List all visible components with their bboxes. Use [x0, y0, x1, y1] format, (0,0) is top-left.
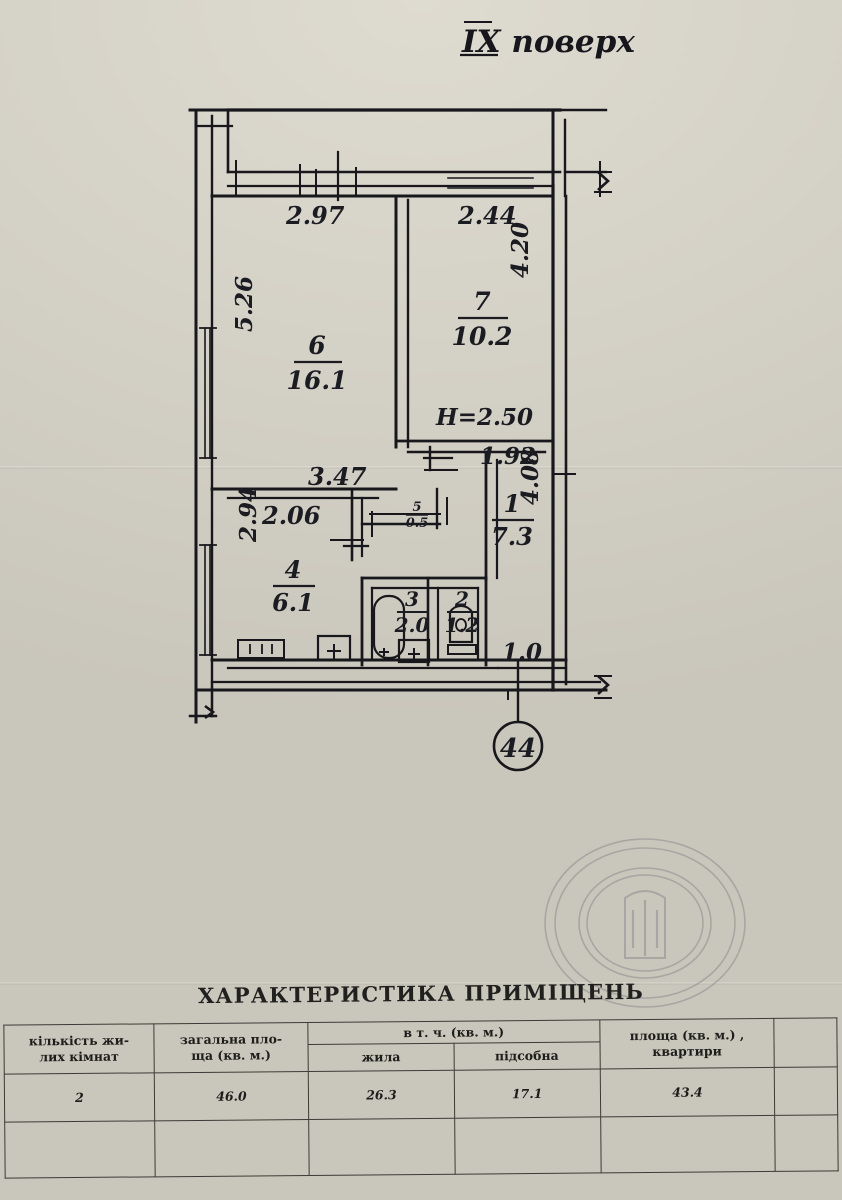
- empty-cell-3: [308, 1118, 455, 1176]
- dimension-left-lower: 2.94: [235, 486, 262, 543]
- dimension-top-right: 2.44: [457, 201, 516, 230]
- empty-cell-5: [600, 1115, 776, 1173]
- room-2-number: 2: [454, 587, 469, 611]
- dimension-arrow-marks: [204, 171, 610, 720]
- apartment-number-callout: 44: [492, 660, 544, 772]
- room-label-4: 4 6.1: [272, 555, 315, 617]
- table-col-total-area-line1: загальна пло-: [179, 1031, 283, 1048]
- room-label-3: 3 2.0: [394, 587, 430, 637]
- room-6-area: 16.1: [287, 366, 348, 395]
- room-3-area: 2.0: [394, 613, 430, 637]
- characteristics-table-zone: ХАРАКТЕРИСТИКА ПРИМІЩЕНЬ кількість жи- л…: [0, 979, 842, 1200]
- value-living-area: 26.3: [308, 1070, 455, 1120]
- wall-outline: [188, 108, 608, 724]
- room-label-6: 6 16.1: [287, 331, 348, 395]
- dimension-right-lower: 4.08: [517, 449, 544, 505]
- paper-fold-line-lower: [0, 982, 842, 985]
- table-col-apartment-area-line2: квартири: [652, 1043, 722, 1059]
- table-col-rooms-count: кількість жи- лих кімнат: [3, 1023, 155, 1075]
- room-labels: 6 16.1 7 10.2 1 7.3 4 6.1 5 0.5: [272, 287, 534, 637]
- dimension-top-left: 2.97: [285, 201, 345, 230]
- table-col-total-area: загальна пло- ща (кв. м.): [153, 1022, 309, 1073]
- room-3-number: 3: [405, 587, 419, 611]
- dimension-left-upper: 5.26: [231, 276, 258, 332]
- empty-cell-4: [454, 1116, 601, 1175]
- ceiling-height-label: H=2.50: [435, 404, 533, 431]
- dimension-ticks: [235, 160, 612, 700]
- table-col-apartment-area: площа (кв. м.) , квартири: [599, 1018, 775, 1069]
- dimension-bottom-right: 1.0: [502, 639, 542, 666]
- dimension-mid-horizontal: 3.47: [308, 462, 367, 491]
- table-row: 2 46.0 26.3 17.1 43.4: [4, 1066, 838, 1123]
- empty-cell-2: [154, 1119, 310, 1177]
- room-label-5: 5 0.5: [406, 500, 429, 531]
- room-7-number: 7: [473, 287, 491, 316]
- empty-cell-6: [775, 1114, 839, 1172]
- value-extra: [774, 1066, 838, 1116]
- room-2-area: 1.2: [445, 613, 480, 637]
- dimension-labels: 2.97 2.44 5.26 2.94 4.20 4.08 3.47 2.0 6 …: [231, 201, 544, 666]
- dimension-corridor-width: 2.06: [261, 501, 321, 530]
- room-4-number: 4: [285, 555, 302, 584]
- table-col-total-area-line2: ща (кв. м.): [191, 1047, 271, 1064]
- dimension-right-upper: 4.20: [507, 222, 534, 278]
- room-5-number: 5: [412, 500, 421, 515]
- bathtub-icon: [372, 594, 406, 660]
- room-1-area: 7.3: [491, 522, 533, 551]
- table-col-rooms-count-line1: кількість жи-: [28, 1032, 130, 1049]
- dimension-inner-right: 1.92: [480, 443, 536, 470]
- empty-cell-1: [4, 1120, 156, 1179]
- room-label-1: 1 7.3: [491, 489, 534, 551]
- apartment-number-circle: [492, 720, 544, 772]
- room-label-7: 7 10.2: [452, 287, 513, 351]
- table-row-empty: [4, 1114, 839, 1179]
- radiator-icon: [237, 639, 285, 659]
- value-apartment-area: 43.4: [599, 1067, 776, 1117]
- room-4-area: 6.1: [272, 588, 314, 617]
- value-total-area: 46.0: [154, 1071, 309, 1121]
- table-col-living: жила: [308, 1043, 455, 1072]
- room-label-2: 2 1.2: [445, 587, 480, 637]
- floor-plan-svg: 44 IX поверх 6 16.1 7 10.2 1 7.3 4: [188, 21, 635, 772]
- paper-fold-line-upper: [0, 466, 842, 469]
- floor-title-group: IX поверх: [460, 21, 635, 60]
- value-utility-area: 17.1: [454, 1068, 601, 1119]
- characteristics-table: кількість жи- лих кімнат загальна пло- щ…: [3, 1017, 839, 1179]
- toilet-icon: [448, 604, 474, 644]
- table-group-header: в т. ч. (кв. м.): [307, 1019, 600, 1045]
- room-6-number: 6: [308, 331, 325, 360]
- room-1-number: 1: [504, 489, 521, 518]
- room-7-area: 10.2: [452, 322, 513, 351]
- table-col-apartment-area-line1: площа (кв. м.) ,: [629, 1027, 745, 1044]
- fixtures: [237, 594, 477, 664]
- value-rooms-count: 2: [4, 1072, 155, 1123]
- table-col-utility: підсобна: [453, 1041, 600, 1071]
- room-5-area: 0.5: [406, 516, 429, 531]
- apartment-number-text: 44: [500, 734, 536, 764]
- floor-plan-drawing: 44 IX поверх 6 16.1 7 10.2 1 7.3 4: [188, 21, 635, 772]
- sink-icon-bath: [397, 638, 431, 664]
- table-col-extra: [774, 1017, 838, 1068]
- table-col-rooms-count-line2: лих кімнат: [39, 1048, 119, 1065]
